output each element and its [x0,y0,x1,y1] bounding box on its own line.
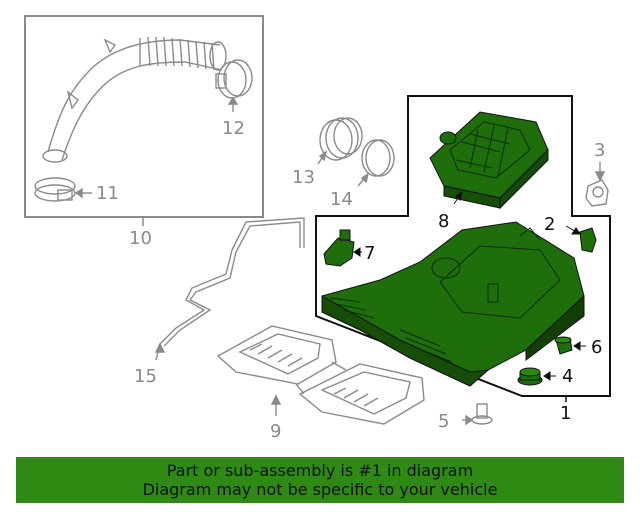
mass-air-seal-13 [317,117,363,165]
seal-ring-14 [357,139,395,187]
vent-hose-15 [154,217,305,361]
banner-line-1: Part or sub-assembly is #1 in diagram [166,461,474,480]
bolt-5 [462,403,493,426]
callout-8: 8 [438,211,449,232]
bracket-3 [585,162,609,207]
callout-7: 7 [364,243,375,264]
parts-diagram: 1 2 3 4 5 6 7 8 9 10 11 12 13 14 15 [24,15,611,442]
callout-10: 10 [129,228,152,249]
callout-14: 14 [330,189,353,210]
callout-12: 12 [222,118,245,139]
grommet-4 [517,367,556,386]
grommet-6 [554,336,586,355]
air-cleaner-housing-1 [321,221,585,387]
callout-9: 9 [270,421,281,442]
banner-line-2: Diagram may not be specific to your vehi… [142,480,498,499]
part-notice-banner: Part or sub-assembly is #1 in diagram Di… [16,457,624,503]
callout-4: 4 [562,366,573,387]
air-cleaner-assembly-box [315,95,611,402]
callout-11: 11 [96,183,119,204]
callout-1: 1 [560,403,571,424]
callout-3: 3 [594,140,605,161]
intake-duct [42,36,227,163]
hose-clamp-11 [34,177,92,202]
callout-2: 2 [544,214,555,235]
callout-15: 15 [134,366,157,387]
hose-clamp-12 [215,59,253,112]
callout-6: 6 [591,337,602,358]
sensor-7 [323,229,362,267]
callout-5: 5 [438,411,449,432]
clip-2 [565,225,597,253]
air-filter-cover-8 [429,111,549,210]
resonator-9 [216,325,425,425]
callout-13: 13 [292,167,315,188]
intake-duct-group-box [24,15,264,226]
